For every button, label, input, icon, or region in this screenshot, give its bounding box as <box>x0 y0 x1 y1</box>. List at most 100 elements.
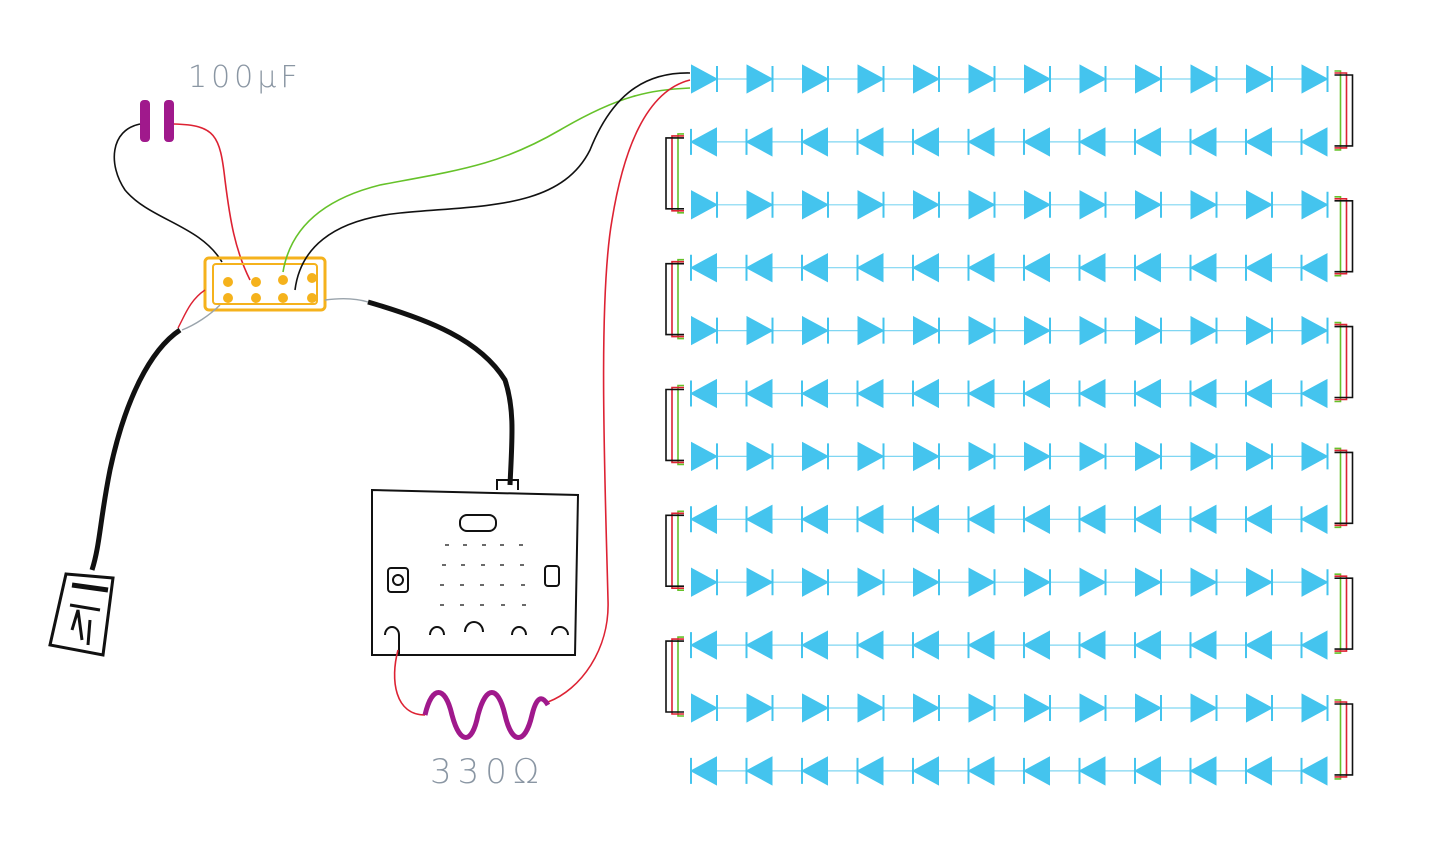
led-icon <box>1190 64 1218 94</box>
led-icon <box>1301 567 1329 597</box>
led-icon <box>911 253 939 283</box>
led-icon <box>745 630 773 660</box>
led-icon <box>746 693 774 723</box>
led-icon <box>1300 630 1328 660</box>
led-icon <box>857 64 885 94</box>
capacitor-label: 100µF <box>188 60 302 95</box>
led-icon <box>691 441 719 472</box>
breadboard <box>203 256 327 312</box>
led-icon <box>1133 253 1161 283</box>
row-connector <box>665 384 684 466</box>
led-icon <box>802 64 830 94</box>
led-icon <box>1078 378 1106 409</box>
led-icon <box>1079 190 1107 220</box>
led-icon <box>856 253 884 283</box>
led-icon <box>1300 756 1328 786</box>
led-icon <box>1246 64 1274 94</box>
led-icon <box>1078 253 1106 283</box>
led-icon <box>857 441 885 472</box>
led-icon <box>1133 127 1161 157</box>
led-icon <box>800 378 828 409</box>
led-icon <box>1135 315 1163 346</box>
led-icon <box>913 64 941 94</box>
led-icon <box>1079 441 1107 472</box>
led-icon <box>1022 630 1050 660</box>
led-icon <box>1135 693 1163 723</box>
led-icon <box>800 756 828 786</box>
led-icon <box>1024 441 1052 472</box>
led-icon <box>1190 693 1218 723</box>
led-icon <box>691 190 719 220</box>
led-icon <box>1301 315 1329 346</box>
led-icon <box>1024 190 1052 220</box>
led-icon <box>745 127 773 157</box>
led-icon <box>691 315 719 346</box>
led-icon <box>1078 756 1106 786</box>
usb-plug-icon <box>48 572 115 657</box>
row-connector <box>665 636 684 717</box>
led-icon <box>968 693 996 723</box>
row-connector <box>1334 699 1354 780</box>
led-icon <box>1079 693 1107 723</box>
led-icon <box>1244 756 1272 786</box>
led-icon <box>689 378 717 409</box>
led-icon <box>1133 504 1161 534</box>
led-icon <box>967 378 995 409</box>
led-icon <box>967 630 995 660</box>
led-icon <box>1024 567 1052 597</box>
led-icon <box>691 567 719 597</box>
led-icon <box>857 567 885 597</box>
led-icon <box>1079 567 1107 597</box>
led-icon <box>1133 378 1161 409</box>
led-icon <box>1135 567 1163 597</box>
led-icon <box>1244 378 1272 409</box>
led-matrix <box>665 64 1354 786</box>
led-icon <box>857 315 885 346</box>
led-icon <box>1022 378 1050 409</box>
resistor <box>393 649 551 740</box>
led-icon <box>1189 253 1217 283</box>
led-icon <box>1135 190 1163 220</box>
led-icon <box>857 693 885 723</box>
led-icon <box>802 693 830 723</box>
led-icon <box>968 64 996 94</box>
led-icon <box>1024 64 1052 94</box>
led-icon <box>802 190 830 220</box>
led-icon <box>691 693 719 723</box>
led-icon <box>802 441 830 472</box>
led-icon <box>1078 127 1106 157</box>
led-icon <box>1190 567 1218 597</box>
led-icon <box>1244 253 1272 283</box>
led-icon <box>1135 64 1163 94</box>
led-icon <box>1022 504 1050 534</box>
led-icon <box>968 190 996 220</box>
led-icon <box>1244 630 1272 660</box>
led-icon <box>1079 64 1107 94</box>
led-icon <box>1135 441 1163 472</box>
led-icon <box>911 630 939 660</box>
led-icon <box>856 504 884 534</box>
led-icon <box>1300 253 1328 283</box>
led-icon <box>1246 315 1274 346</box>
led-icon <box>689 253 717 283</box>
led-icon <box>1300 127 1328 157</box>
led-icon <box>911 504 939 534</box>
led-icon <box>913 441 941 472</box>
led-icon <box>802 567 830 597</box>
row-connector <box>665 133 684 214</box>
led-icon <box>967 756 995 786</box>
led-icon <box>967 253 995 283</box>
led-icon <box>1244 127 1272 157</box>
led-icon <box>1301 64 1329 94</box>
led-icon <box>1022 127 1050 157</box>
led-icon <box>1022 253 1050 283</box>
resistor-label: 330Ω <box>430 752 545 792</box>
led-icon <box>1189 630 1217 660</box>
led-icon <box>856 630 884 660</box>
led-icon <box>913 693 941 723</box>
led-icon <box>1190 441 1218 472</box>
led-icon <box>1024 315 1052 346</box>
microbit-board <box>371 479 580 656</box>
row-connector <box>665 510 684 591</box>
